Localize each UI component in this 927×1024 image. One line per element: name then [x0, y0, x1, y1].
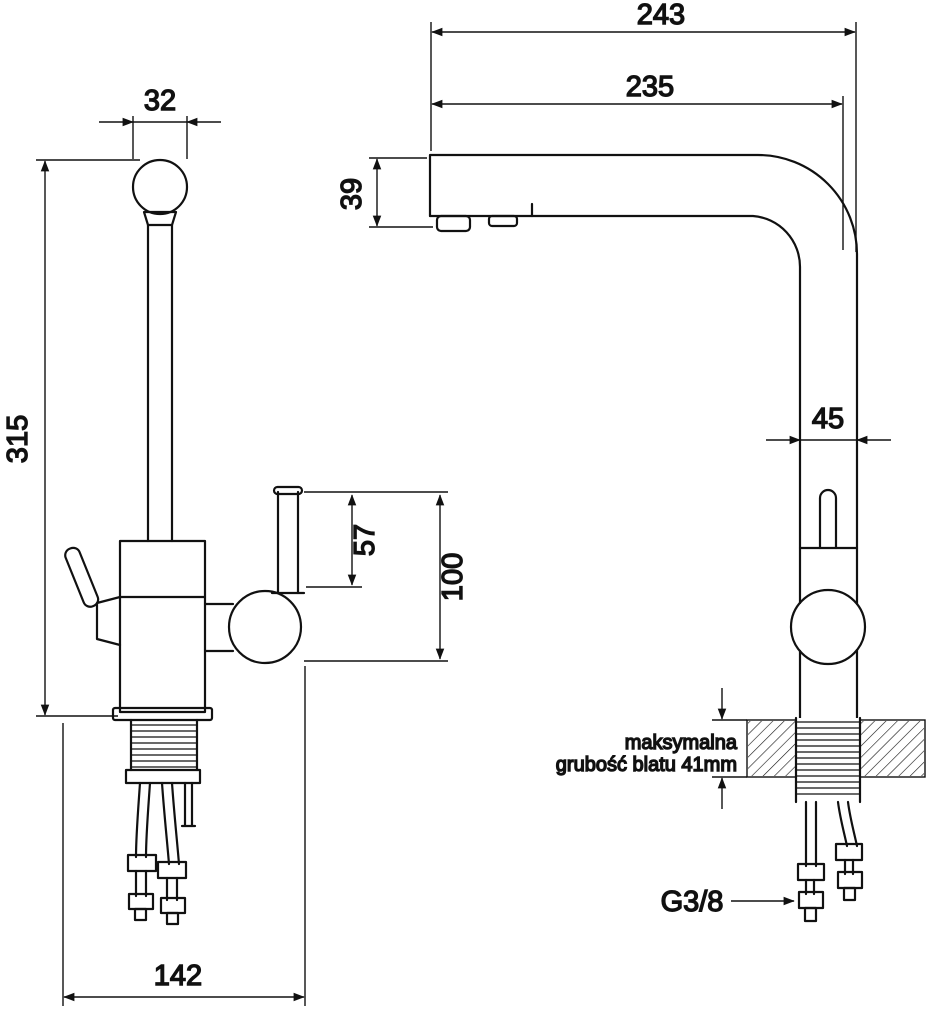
handle-lever — [64, 546, 100, 608]
dim-315-label: 315 — [2, 415, 34, 463]
dim-39-label: 39 — [336, 178, 368, 210]
countertop-hatch-left — [748, 721, 795, 776]
shank-cutout — [796, 718, 860, 802]
dimension-39: 39 — [335, 157, 433, 228]
spout-outer — [428, 153, 859, 606]
mounting-shank — [129, 718, 199, 772]
ball-joint — [227, 589, 303, 665]
faucet-body — [118, 539, 207, 714]
counter-note-line2: grubość blatu 41mm — [556, 754, 737, 776]
joint-connector — [203, 602, 235, 653]
dim-32-label: 32 — [144, 85, 176, 117]
base-flange — [111, 706, 214, 722]
supply-hoses-right — [796, 800, 864, 923]
thread-size-label: G3/8 — [661, 886, 724, 918]
dim-100-label: 100 — [437, 553, 469, 601]
spout-head — [131, 158, 189, 216]
filter-spout-cap — [272, 485, 304, 496]
dim-243-label: 243 — [637, 0, 685, 31]
dim-45-label: 45 — [812, 403, 844, 435]
handle-base — [95, 595, 122, 647]
riser-pipe — [146, 223, 174, 543]
dimension-100: 100 — [304, 494, 470, 662]
aerator-front-2 — [487, 214, 519, 228]
counter-note-line1: maksymalna — [625, 732, 738, 754]
mounting-shank-front — [794, 716, 862, 804]
dimension-32: 32 — [99, 84, 221, 159]
ball-joint-front — [789, 588, 867, 666]
dimension-243: 243 — [430, 0, 857, 252]
column-lower — [798, 648, 859, 722]
dim-57-label: 57 — [349, 524, 381, 556]
counter-thickness-callout: maksymalna grubość blatu 41mm — [555, 688, 747, 809]
thread-size-callout: G3/8 — [660, 885, 795, 919]
lever-front — [818, 488, 838, 550]
filter-spout-pipe — [276, 490, 300, 595]
faucet-side-view — [64, 158, 306, 926]
spout-inner — [428, 214, 802, 605]
shank-threads — [131, 724, 197, 768]
dimension-235: 235 — [431, 70, 844, 250]
faucet-front-view — [428, 153, 926, 923]
dim-142-label: 142 — [154, 960, 202, 992]
dimension-315: 315 — [1, 159, 140, 717]
dimension-45: 45 — [766, 402, 891, 445]
dimension-142: 142 — [62, 666, 306, 1006]
shank-threads-front — [797, 721, 859, 795]
aerator-front-1 — [435, 214, 472, 233]
supply-hoses-left — [126, 781, 197, 926]
mounting-nut — [124, 768, 202, 785]
dim-235-label: 235 — [626, 71, 674, 103]
dimension-57: 57 — [304, 491, 448, 588]
countertop-hatch-right — [861, 721, 924, 776]
